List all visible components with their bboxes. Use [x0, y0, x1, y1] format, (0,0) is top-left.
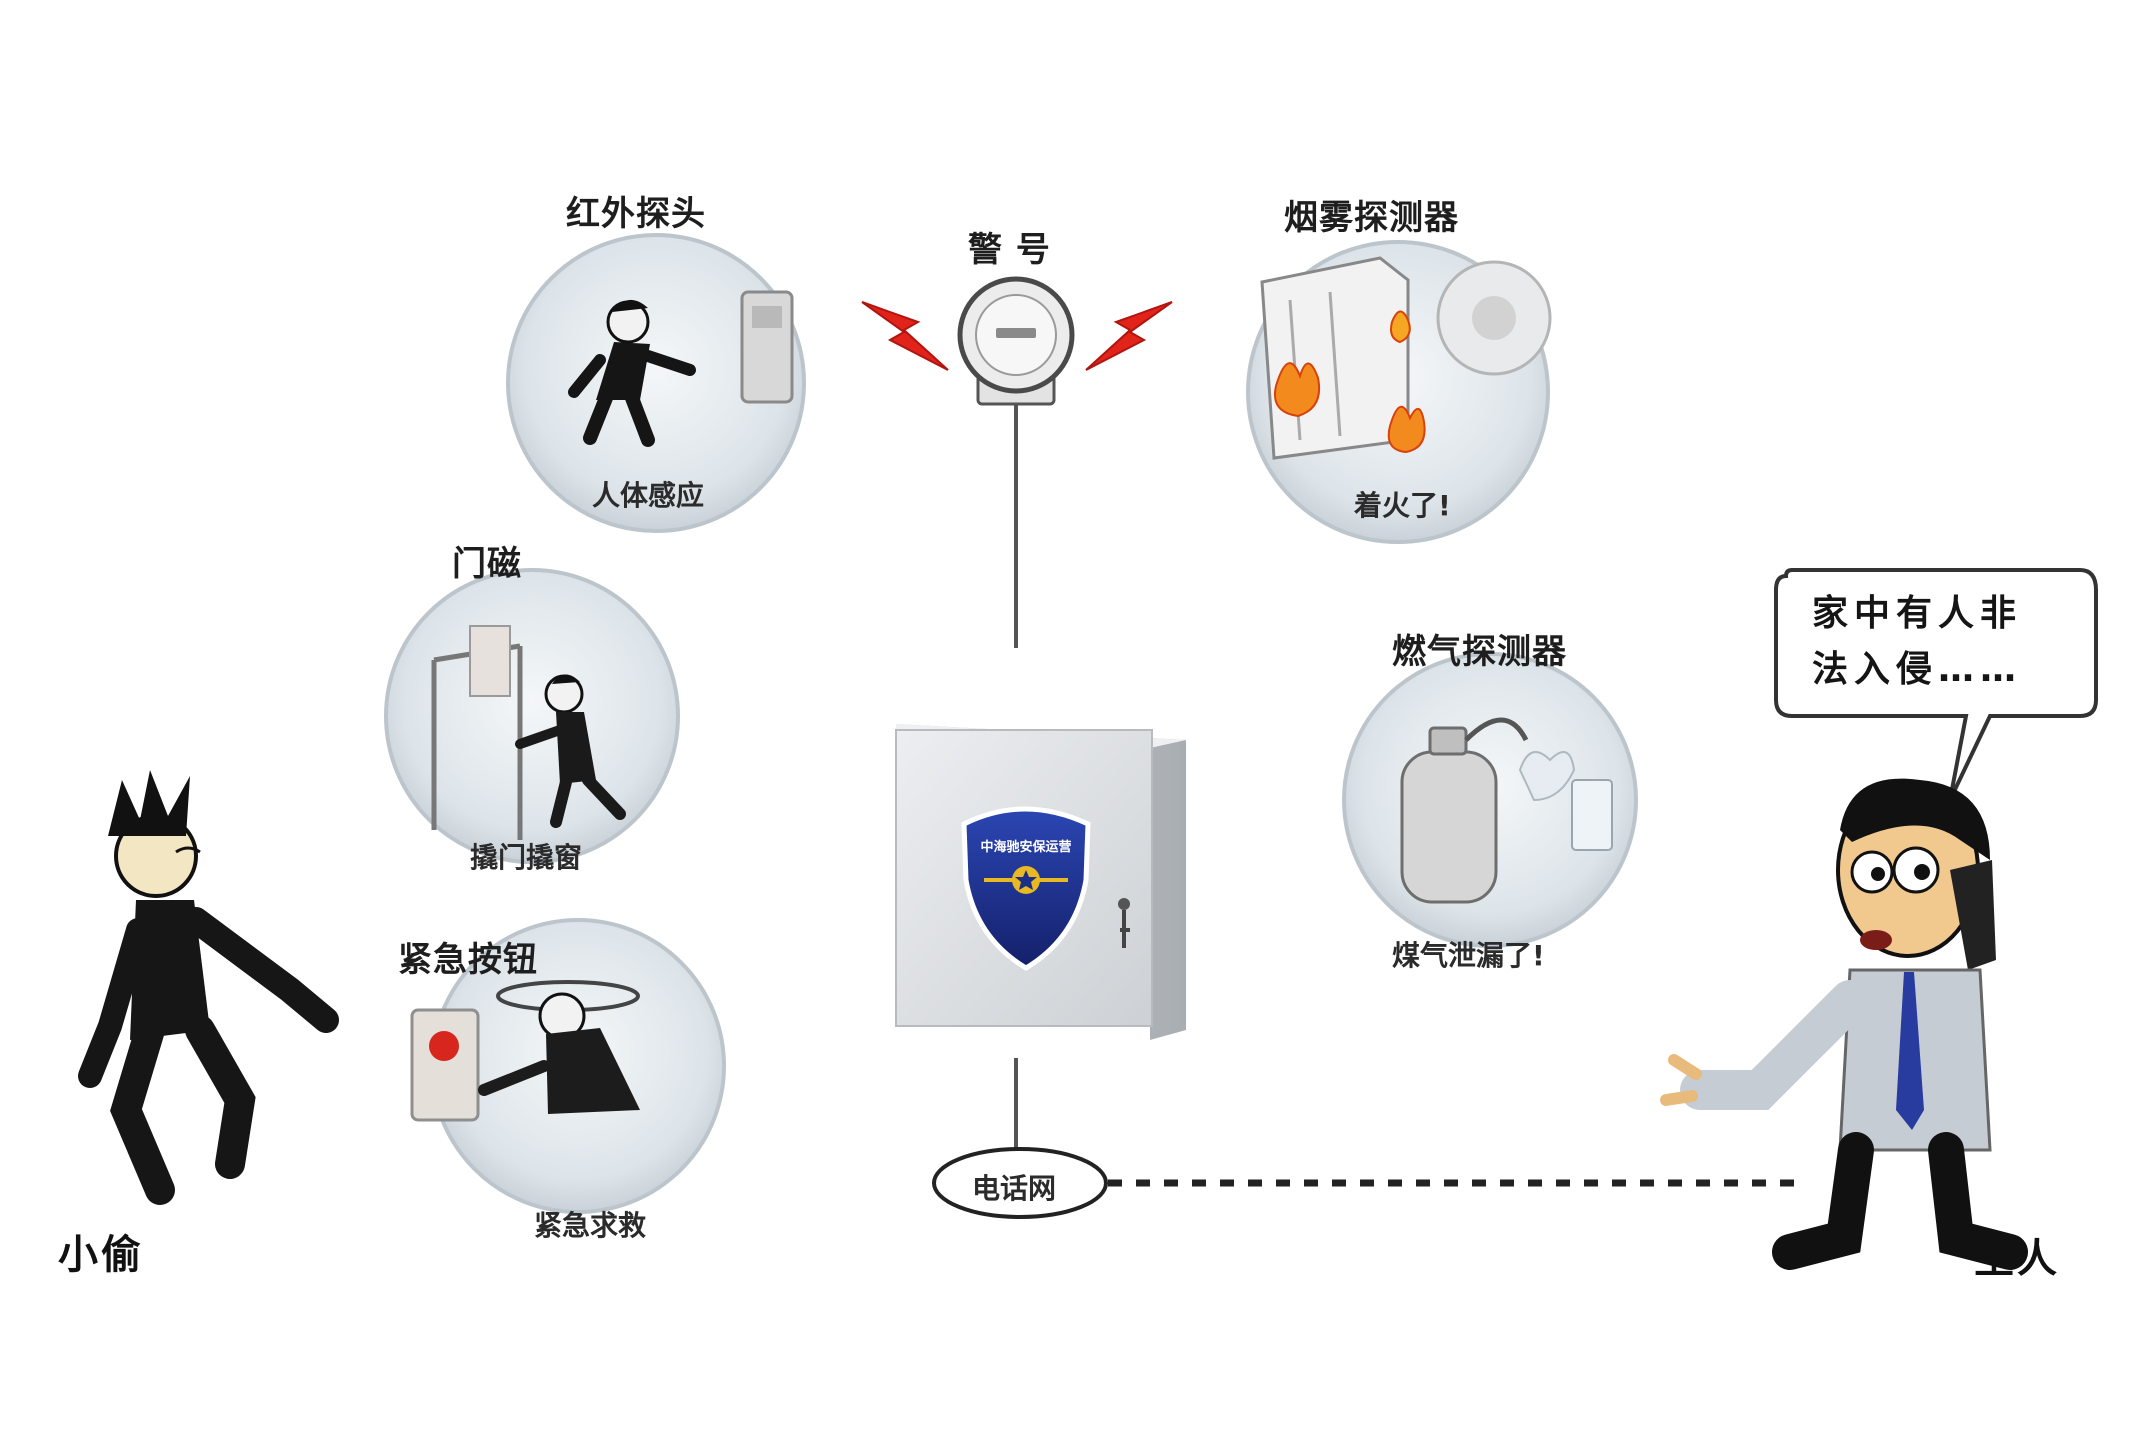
gas-detector-label: 燃气探测器	[1392, 632, 1567, 672]
gas-caption: 煤气泄漏了!	[1392, 939, 1545, 972]
thief-label: 小偷	[58, 1232, 144, 1278]
network-ellipse	[932, 1147, 1108, 1219]
phone-network-label: 电话网	[972, 1172, 1057, 1205]
door-sensor-label: 门磁	[452, 544, 522, 584]
infrared-sensor-scene	[506, 233, 806, 533]
gas-tank-icon	[1400, 750, 1498, 904]
smoke-caption: 着火了!	[1354, 489, 1451, 522]
gas-detector-scene	[1342, 652, 1638, 948]
infrared-caption: 人体感应	[592, 479, 705, 512]
left-lightning-bolt-icon	[861, 301, 949, 371]
panic-caption: 紧急求救	[534, 1209, 647, 1242]
panic-button-label: 紧急按钮	[398, 940, 538, 980]
infrared-sensor-label: 红外探头	[566, 194, 706, 234]
speech-bubble-line-2: 法入侵……	[1812, 649, 2023, 690]
panic-button-scene	[410, 918, 726, 1214]
shield-badge-text: 中海驰安保运营	[980, 840, 1072, 855]
smoke-detector-scene	[1246, 240, 1552, 544]
thief-figure	[78, 770, 339, 1205]
control-panel-box	[895, 724, 1186, 1040]
door-magnet-icon	[469, 625, 511, 697]
owner-figure	[1660, 778, 2028, 1270]
owner-label: 主人	[1974, 1236, 2060, 1282]
speech-bubble-line-1: 家中有人非	[1812, 593, 2023, 634]
speech-bubble	[1774, 568, 2098, 801]
gas-detector-icon	[1571, 779, 1613, 851]
right-lightning-bolt-icon	[1085, 301, 1173, 371]
panic-button-icon	[410, 1008, 480, 1122]
siren-device	[957, 276, 1075, 406]
smoke-detector-label: 烟雾探测器	[1284, 198, 1459, 238]
door-caption: 撬门撬窗	[470, 841, 583, 874]
door-sensor-scene	[384, 568, 680, 864]
lock-icon	[1118, 898, 1130, 910]
fire-icon	[1274, 362, 1320, 418]
alarm-siren-label: 警 号	[968, 230, 1051, 270]
phone-icon	[1950, 860, 1996, 970]
